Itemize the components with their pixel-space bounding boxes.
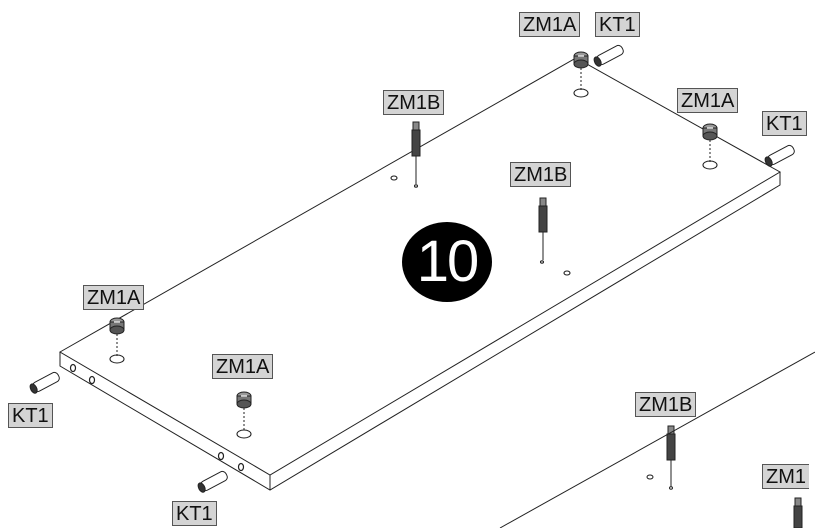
label-kt1-left: KT1 — [8, 403, 53, 428]
step-number-badge: 10 — [402, 222, 492, 302]
label-zm1-partial: ZM1 — [762, 464, 809, 489]
label-zm1b-top-left: ZM1B — [383, 90, 445, 115]
label-zm1b-bottom-right: ZM1B — [635, 392, 697, 417]
cam-lock-zm1a — [109, 51, 718, 430]
label-kt1-right: KT1 — [762, 111, 807, 136]
label-kt1-bottom: KT1 — [172, 501, 217, 526]
label-zm1a-bottom: ZM1A — [212, 354, 274, 379]
second-panel — [499, 351, 815, 528]
label-zm1b-center: ZM1B — [510, 162, 572, 187]
label-zm1a-top: ZM1A — [519, 12, 581, 37]
dowel-kt1 — [29, 44, 795, 493]
label-zm1a-left: ZM1A — [83, 285, 145, 310]
edge-holes — [69, 363, 245, 472]
label-kt1-top: KT1 — [595, 12, 640, 37]
bolt-zm1b — [411, 121, 803, 528]
label-zm1a-top-right: ZM1A — [677, 88, 739, 113]
